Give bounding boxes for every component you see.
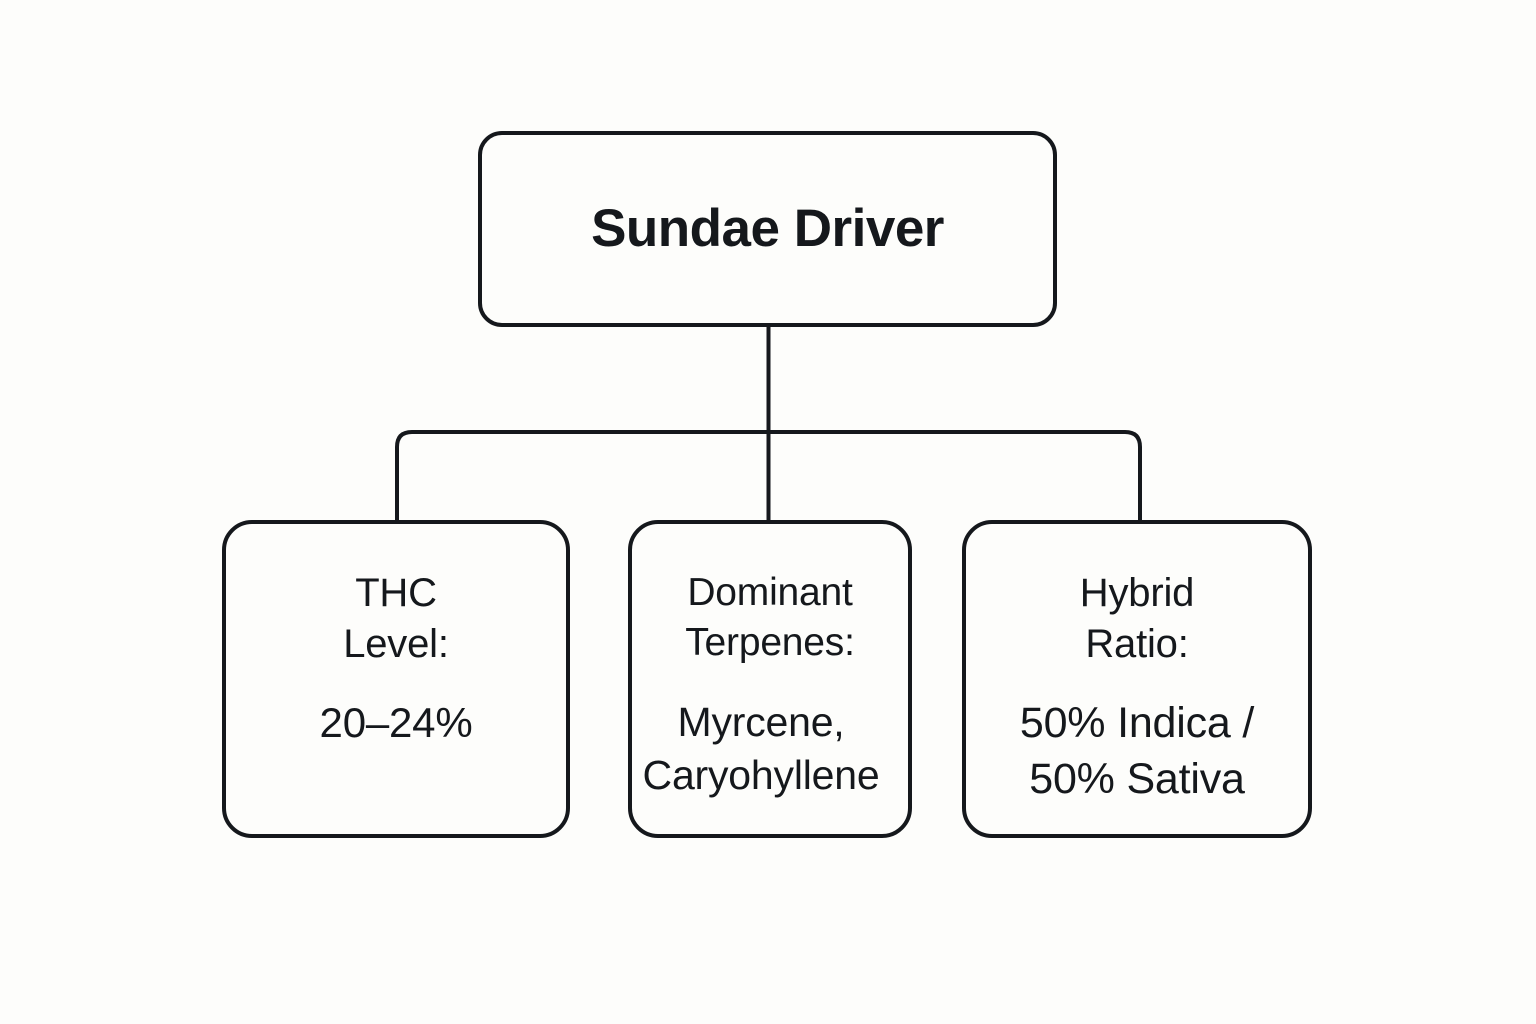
node-root[interactable]: Sundae Driver	[478, 131, 1057, 327]
node-hybrid-ratio[interactable]: Hybrid Ratio: 50% Indica / 50% Sativa	[962, 520, 1312, 838]
node-label: Hybrid Ratio:	[1079, 571, 1195, 667]
node-value: 50% Indica / 50% Sativa	[1019, 699, 1255, 804]
node-value: Myrcene, Caryohyllene	[642, 698, 880, 799]
connector-left-branch	[395, 430, 769, 520]
node-thc-level[interactable]: THC Level: 20–24%	[222, 520, 570, 838]
root-title: Sundae Driver	[591, 198, 944, 258]
connector-right-branch	[768, 430, 1142, 520]
node-label: THC Level:	[343, 571, 449, 667]
node-value: 20–24%	[319, 699, 473, 747]
node-label: Dominant Terpenes:	[685, 571, 855, 664]
node-dominant-terpenes[interactable]: Dominant Terpenes: Myrcene, Caryohyllene	[628, 520, 912, 838]
